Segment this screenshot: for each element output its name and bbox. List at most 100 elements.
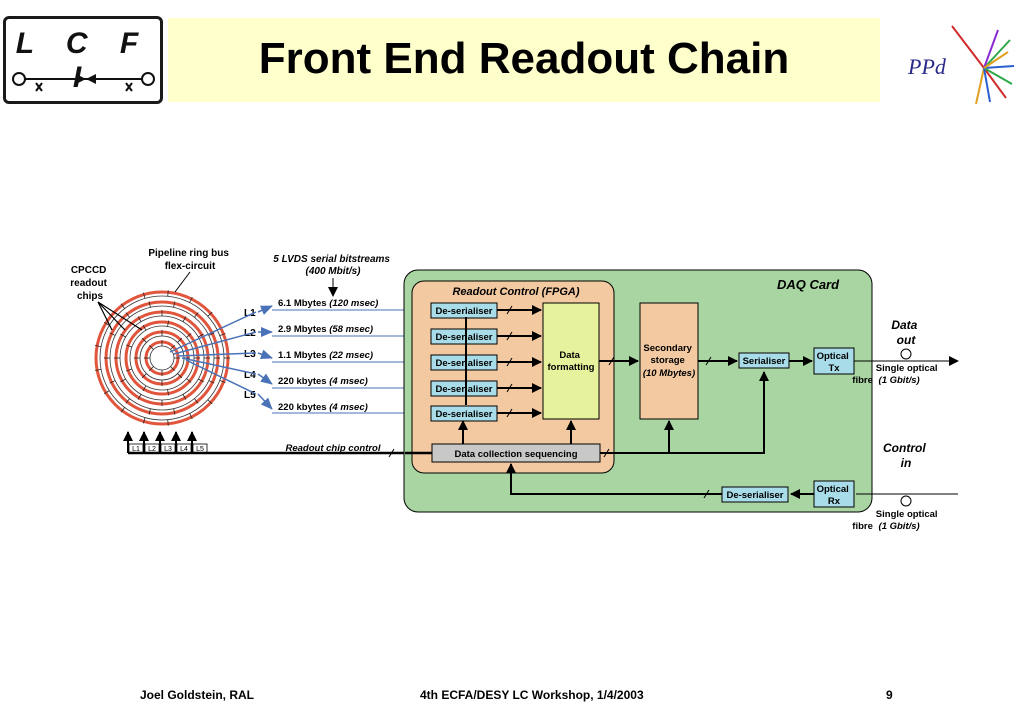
deserialiser-label-1: De-serialiser	[435, 306, 492, 317]
ring-chip-tick	[142, 385, 147, 392]
detector-ring	[104, 300, 220, 416]
ring-chip-tick	[148, 366, 154, 372]
readout-chip-control-label: Readout chip control	[286, 443, 381, 454]
ring-chip-tick	[95, 345, 102, 348]
ring-chip-tick	[148, 408, 151, 415]
control-to-seq-arrow	[506, 463, 722, 495]
ring-chip-tick	[177, 337, 183, 343]
ring-chip-tick	[141, 373, 147, 379]
deserialiser-label-3: De-serialiser	[435, 358, 492, 369]
layer-rate-1: 6.1 Mbytes (120 msec)	[278, 298, 378, 309]
control-deserialiser-label: De-serialiser	[726, 490, 783, 501]
ring-chip-tick	[186, 333, 192, 338]
layer-link-2	[173, 331, 257, 355]
layer-label-3: L3	[244, 349, 256, 360]
ring-chip-tick	[126, 344, 133, 348]
ring-chip-tick	[194, 398, 199, 404]
ring-chip-tick	[189, 296, 193, 303]
control-in-label: Control in	[883, 441, 929, 470]
cpccd-label: CPCCD readout chips	[70, 265, 109, 302]
bus-slash-4	[506, 383, 513, 393]
ring-chip-tick	[167, 290, 169, 297]
layer-rate-2: 2.9 Mbytes (58 msec)	[278, 324, 373, 335]
detector-ring-inner	[119, 315, 205, 401]
title-band: Front End Readout Chain	[168, 18, 880, 102]
ring-chip-tick	[186, 378, 192, 383]
ring-chip-tick	[95, 368, 102, 371]
data-formatting-block	[542, 302, 600, 420]
readout-control-label: Readout Control (FPGA)	[452, 286, 579, 298]
layer-rate-4: 220 kbytes (4 msec)	[278, 376, 368, 387]
data-out-connector	[900, 348, 912, 360]
ring-chip-tick	[170, 344, 176, 350]
bus-slash-5	[506, 408, 513, 418]
data-out-label: Data out	[891, 318, 920, 347]
ring-chip-tick	[120, 378, 126, 383]
layer-link-4	[181, 357, 257, 375]
deserialiser-label-4: De-serialiser	[435, 384, 492, 395]
bus-slash-3	[506, 357, 513, 367]
ring-chip-tick	[208, 380, 215, 384]
layer-label-1: L1	[244, 308, 256, 319]
detector-ring-inner	[149, 345, 175, 371]
bottom-label-4: L4	[180, 446, 188, 453]
ring-chip-tick	[198, 333, 204, 338]
pipeline-label: Pipeline ring bus flex-circuit	[148, 248, 231, 272]
ring-chip-tick	[142, 324, 147, 331]
optical-tx-block	[813, 347, 855, 375]
deserialiser-label-5: De-serialiser	[435, 409, 492, 420]
bottom-label-3: L3	[164, 446, 172, 453]
ring-chip-tick	[219, 380, 226, 383]
ring-chip-tick	[143, 292, 146, 299]
ring-chip-tick	[109, 380, 116, 384]
deserialiser-label-2: De-serialiser	[435, 332, 492, 343]
footer-page-number: 9	[886, 688, 893, 702]
ring-chip-tick	[167, 389, 169, 396]
layer-label-5: L5	[244, 390, 256, 401]
daq-card-label: DAQ Card	[777, 277, 840, 292]
layer-arrow-5	[257, 393, 273, 410]
ring-chip-tick	[109, 332, 116, 336]
layer-rate-3: 1.1 Mbytes (22 msec)	[278, 350, 373, 361]
ring-chip-tick	[143, 417, 146, 424]
bus-slash-2	[506, 331, 513, 341]
ppd-logo-text: PPd	[907, 54, 947, 79]
ring-chip-tick	[137, 316, 142, 322]
footer-author: Joel Goldstein, RAL	[140, 688, 255, 702]
ring-chip-tick	[148, 344, 154, 350]
ring-chip-tick	[148, 301, 151, 308]
page-title: Front End Readout Chain	[258, 34, 790, 83]
ring-layers	[94, 290, 230, 426]
lcfi-logo: L C F I	[3, 16, 163, 104]
lcfi-logo-graphic	[12, 72, 155, 92]
optical-tx-label: Optical Tx	[817, 351, 852, 374]
ring-chip-tick	[103, 390, 110, 395]
footer-event: 4th ECFA/DESY LC Workshop, 1/4/2003	[420, 688, 644, 702]
layer-link-3	[177, 352, 257, 357]
ring-chip-tick	[207, 399, 213, 405]
ring-chip-tick	[126, 368, 133, 372]
layer-link-5	[185, 359, 257, 395]
deserialiser-group: De-serialiserDe-serialiserDe-serialiserD…	[430, 302, 542, 422]
bottom-label-2: L2	[148, 446, 156, 453]
cpccd-pointers	[97, 301, 143, 331]
ring-chip-tick	[141, 337, 147, 343]
ring-chip-tick	[182, 394, 187, 400]
ring-chip-tick	[137, 394, 142, 400]
data-formatting-label: Data formatting	[548, 350, 595, 373]
fibre-in-label: Single optical fibre (1 Gbit/s)	[852, 509, 940, 532]
serialiser-label: Serialiser	[743, 356, 786, 367]
layer-arrow-3	[257, 349, 273, 360]
ring-chip-tick	[182, 316, 187, 322]
layer-arrow-1	[257, 305, 273, 315]
ring-chip-tick	[189, 413, 193, 420]
ring-chip-tick	[207, 311, 213, 317]
ring-chip-tick	[167, 419, 169, 426]
ring-chip-tick	[120, 333, 126, 338]
layer-rate-5: 220 kbytes (4 msec)	[278, 402, 368, 413]
ring-chip-tick	[103, 321, 110, 326]
fibre-out-label: Single optical fibre (1 Gbit/s)	[852, 363, 940, 386]
ppd-logo-graphic: PPd	[907, 25, 1015, 105]
